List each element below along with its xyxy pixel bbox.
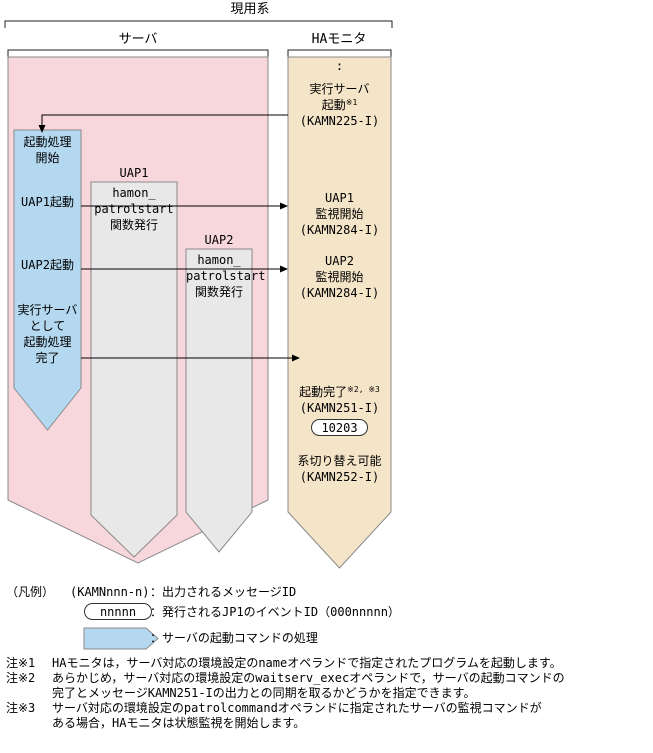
note-2-label: 注※2: [6, 671, 36, 685]
note-1: 注※1 HAモニタは，サーバ対応の環境設定のnameオペランドで指定されたプログ…: [6, 656, 651, 671]
ha-exec-start-line1: 実行サーバ: [309, 82, 370, 96]
ha-uap1-watch-line1: UAP1: [325, 191, 354, 205]
ha-monitor-bracket: [287, 49, 392, 57]
note-1-label: 注※1: [6, 656, 36, 670]
active-system-label: 現用系: [230, 2, 270, 17]
ha-complete-msg: (KAMN251-I): [299, 401, 380, 415]
legend-event-desc: ：発行されるJP1のイベントID（000nnnnn）: [150, 605, 400, 619]
arrow-exec-start-line: [41, 114, 288, 125]
flow-start-label: 起動処理 開始: [23, 135, 72, 165]
ha-exec-start-msg: (KAMN225-I): [299, 114, 380, 128]
legend-message-desc: ：出力されるメッセージID: [150, 585, 297, 599]
note-2: 注※2 あらかじめ，サーバ対応の環境設定のwaitserv_execオペランドで…: [6, 671, 651, 701]
uap1-shape: [90, 181, 178, 558]
ha-switch-ready-label: 系切り替え可能: [297, 454, 382, 468]
legend-event-sample-badge: nnnnn: [84, 603, 152, 620]
legend-message-sample: (KAMNnnn-n): [70, 585, 150, 599]
flow-complete-label: 実行サーバ として 起動処理 完了: [17, 303, 78, 365]
uap2-body: hamon_ patrolstart 関数発行: [186, 253, 266, 299]
ha-switch-ready-msg: (KAMN252-I): [299, 470, 380, 484]
server-label: サーバ: [118, 32, 158, 47]
note-ref-1: ※1: [345, 98, 358, 107]
ha-exec-start-text: 起動: [321, 98, 346, 112]
notes-section: 注※1 HAモニタは，サーバ対応の環境設定のnameオペランドで指定されたプログ…: [6, 656, 651, 731]
arrow-uap2-head-icon: [280, 265, 288, 273]
arrow-complete-head-icon: [292, 354, 300, 362]
ha-uap2-watch-line2: 監視開始: [315, 270, 364, 284]
note-1-text: HAモニタは，サーバ対応の環境設定のnameオペランドで指定されたプログラムを起…: [52, 656, 562, 670]
ha-complete-label: 起動完了※2, ※3: [289, 384, 390, 400]
note-3-label: 注※3: [6, 701, 36, 715]
flow-uap1-start-label: UAP1起動: [21, 195, 74, 209]
arrow-uap1-head-icon: [280, 202, 288, 210]
uap1-body: hamon_ patrolstart 関数発行: [94, 186, 174, 232]
note-3: 注※3 サーバ対応の環境設定のpatrolcommandオペランドに指定されたサ…: [6, 701, 651, 731]
note-2-text: あらかじめ，サーバ対応の環境設定のwaitserv_execオペランドで，サーバ…: [52, 671, 565, 700]
legend-title: （凡例）: [6, 585, 55, 599]
arrow-exec-start-head-icon: [38, 125, 46, 133]
uap2-label: UAP2: [204, 233, 234, 247]
event-id-badge: 10203: [311, 419, 368, 436]
ha-continuation-dots: :: [335, 59, 344, 73]
ha-complete-text: 起動完了: [299, 385, 348, 399]
ha-uap2-watch-msg: (KAMN284-I): [299, 286, 380, 300]
legend-arrow-desc: ：サーバの起動コマンドの処理: [150, 631, 318, 645]
flow-uap2-start-label: UAP2起動: [21, 258, 74, 272]
note-3-text: サーバ対応の環境設定のpatrolcommandオペランドに指定されたサーバの監…: [52, 701, 542, 730]
legend-startup-command-icon: [83, 627, 159, 650]
startup-command-shape: [13, 129, 82, 431]
ha-uap2-watch-line1: UAP2: [325, 254, 354, 268]
ha-monitor-area-shape: [287, 56, 392, 569]
ha-uap1-watch-line2: 監視開始: [315, 207, 364, 221]
uap1-label: UAP1: [119, 166, 149, 180]
active-system-bracket: [4, 20, 393, 28]
uap2-shape: [185, 248, 253, 553]
ha-uap1-watch-msg: (KAMN284-I): [299, 223, 380, 237]
server-bracket: [7, 49, 269, 57]
ha-exec-start-line2: 起動※1: [289, 97, 390, 113]
ha-monitor-label: HAモニタ: [311, 32, 367, 47]
note-ref-2-3: ※2, ※3: [347, 385, 380, 394]
